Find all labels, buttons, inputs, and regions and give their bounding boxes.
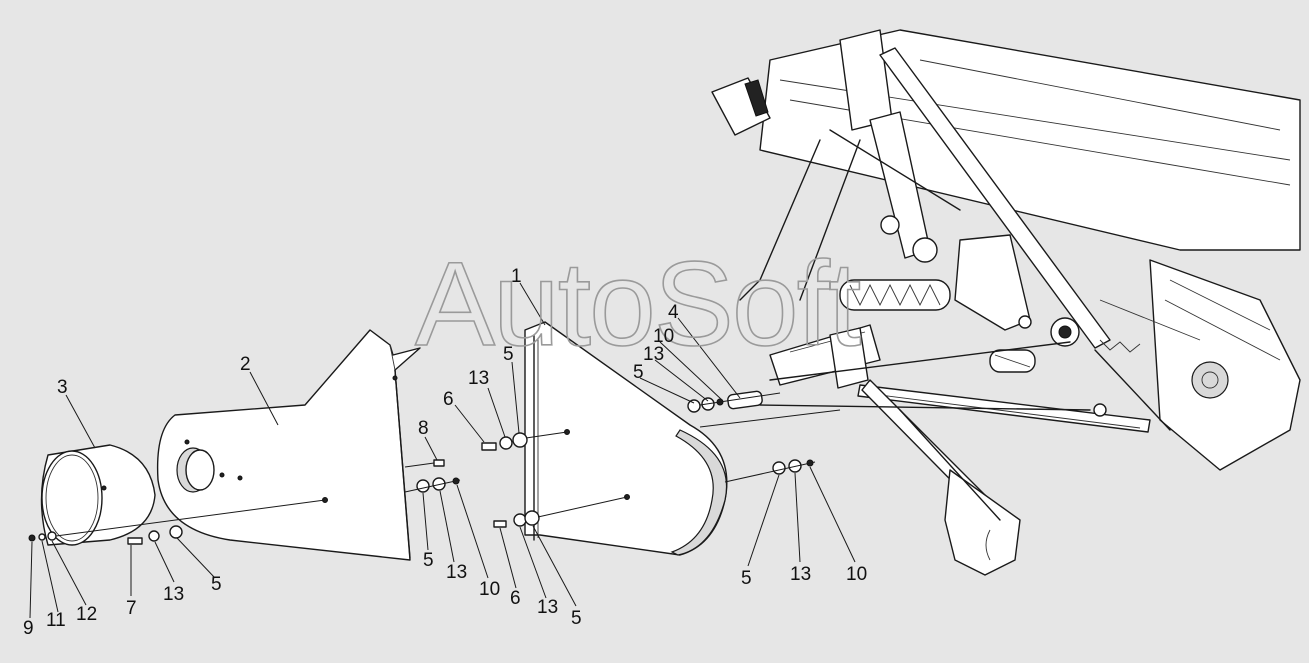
leader-lines	[29, 282, 856, 619]
callout-5-left: 5	[211, 574, 222, 595]
callout-9: 9	[23, 618, 34, 639]
callout-10-shaft: 10	[653, 326, 674, 347]
callout-6-upper: 6	[443, 389, 454, 410]
callout-12: 12	[76, 604, 97, 625]
callout-13-upper: 13	[468, 368, 489, 389]
callout-5-shaft: 5	[633, 362, 644, 383]
callout-13-shaft: 13	[643, 344, 664, 365]
callout-13-left: 13	[163, 584, 184, 605]
callout-8: 8	[418, 418, 429, 439]
callout-10-middle: 10	[479, 579, 500, 600]
callout-1: 1	[511, 266, 522, 287]
callout-3: 3	[57, 377, 68, 398]
callout-5-middle: 5	[423, 550, 434, 571]
fasteners	[28, 390, 814, 545]
callout-4: 4	[668, 302, 679, 323]
callout-5-upper: 5	[503, 344, 514, 365]
callout-11: 11	[46, 610, 66, 631]
watermark: AutoSoft	[415, 237, 861, 371]
callout-13-lower: 13	[537, 597, 558, 618]
part-1-belt-guard	[524, 321, 728, 556]
callout-2: 2	[240, 354, 251, 375]
callout-10-right: 10	[846, 564, 867, 585]
machine-frame	[711, 29, 1301, 576]
callout-labels: 1 2 3 4 5 5 5 5 5 5 6 6 7 8 9 10 10 10 1…	[23, 266, 867, 639]
callout-13-middle: 13	[446, 562, 467, 583]
callout-7: 7	[126, 598, 137, 619]
callout-13-right: 13	[790, 564, 811, 585]
callout-5-lower: 5	[571, 608, 582, 629]
callout-6-lower: 6	[510, 588, 521, 609]
axis-lines	[55, 392, 841, 537]
part-2-cover	[156, 329, 421, 561]
part-3-cylinder-cap	[40, 444, 156, 546]
callout-5-right: 5	[741, 568, 752, 589]
